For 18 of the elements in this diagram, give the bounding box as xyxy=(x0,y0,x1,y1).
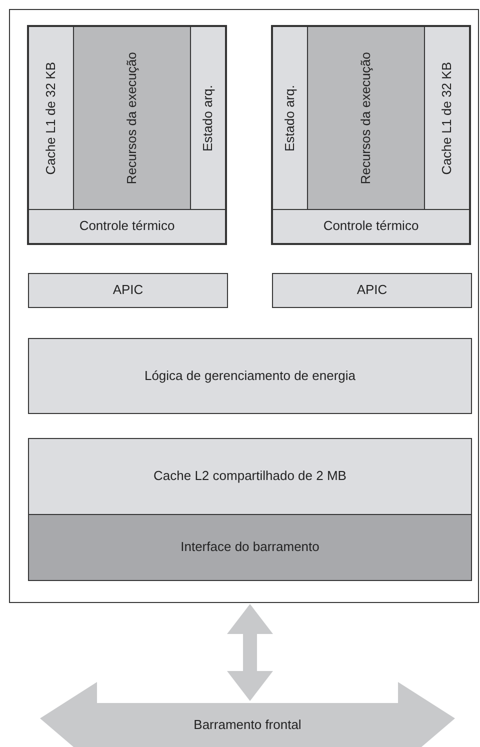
core-block xyxy=(271,25,471,245)
apic-block: APIC xyxy=(28,273,228,308)
bus-arrow: Barramento frontal xyxy=(40,682,455,747)
state-block: Estado arq. xyxy=(272,26,308,210)
execution-block: Recursos da execução xyxy=(73,26,191,210)
thermal-control-block: Controle térmico xyxy=(28,209,226,244)
power-logic-block: Lógica de gerenciamento de energia xyxy=(28,338,472,414)
cache-block: Cache L2 compartilhado de 2 MB xyxy=(28,438,472,515)
state-block: Estado arq. xyxy=(190,26,226,210)
double-arrow xyxy=(227,604,273,701)
thermal-control-block: Controle térmico xyxy=(272,209,470,244)
cache-block: Cache L1 de 32 KB xyxy=(424,26,470,210)
core-block xyxy=(27,25,227,245)
apic-block: APIC xyxy=(272,273,472,308)
chip-outline xyxy=(9,9,479,603)
execution-block: Recursos da execução xyxy=(307,26,425,210)
bus-interface-block: Interface do barramento xyxy=(28,514,472,581)
cache-block: Cache L1 de 32 KB xyxy=(28,26,74,210)
